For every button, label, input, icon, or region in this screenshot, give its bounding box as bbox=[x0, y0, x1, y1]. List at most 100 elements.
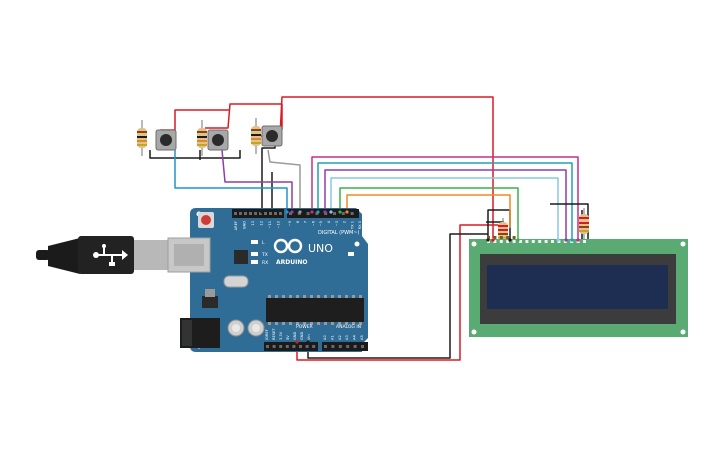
lcd-pin[interactable] bbox=[519, 240, 522, 243]
lcd-pin-solder bbox=[512, 236, 516, 239]
header-pin[interactable] bbox=[249, 212, 252, 215]
lcd-screen bbox=[487, 265, 668, 309]
header-pin[interactable] bbox=[292, 345, 296, 348]
lcd-pin[interactable] bbox=[563, 240, 567, 243]
lcd-pin[interactable] bbox=[506, 240, 510, 243]
push-button-1[interactable] bbox=[155, 129, 177, 151]
header-pin[interactable] bbox=[361, 345, 364, 348]
header-pin[interactable] bbox=[315, 212, 319, 215]
header-pin[interactable] bbox=[269, 212, 272, 215]
lcd-pin[interactable] bbox=[544, 240, 548, 243]
chip-pin bbox=[289, 295, 292, 298]
header-pin[interactable] bbox=[264, 212, 267, 215]
atmega-chip bbox=[266, 298, 364, 322]
lcd-16x2[interactable] bbox=[469, 236, 688, 337]
pin-label: ~9 bbox=[288, 220, 292, 226]
header-pin[interactable] bbox=[274, 212, 277, 215]
pin-label: 13 bbox=[251, 221, 255, 226]
lcd-pin[interactable] bbox=[551, 240, 554, 243]
pin-label: ~11 bbox=[268, 221, 272, 229]
resistor-1[interactable] bbox=[137, 120, 147, 156]
header-pin[interactable] bbox=[305, 345, 309, 348]
header-pin[interactable] bbox=[254, 212, 257, 215]
wire-endpoint bbox=[576, 238, 580, 242]
resistor-3[interactable] bbox=[251, 118, 261, 154]
header-pin[interactable] bbox=[234, 212, 237, 215]
chip-pin bbox=[324, 295, 327, 298]
resistor-2[interactable] bbox=[197, 120, 207, 156]
lcd-pin[interactable] bbox=[538, 240, 542, 243]
pin-label: 8 bbox=[296, 220, 300, 223]
header-pin[interactable] bbox=[333, 212, 336, 215]
header-pin[interactable] bbox=[324, 345, 327, 348]
pin-label: A2 bbox=[338, 335, 342, 340]
wire-endpoint bbox=[508, 238, 512, 242]
header-pin[interactable] bbox=[331, 345, 335, 348]
wire-endpoint bbox=[556, 238, 560, 242]
header-pin[interactable] bbox=[289, 212, 292, 215]
chip-pin bbox=[352, 322, 355, 325]
header-pin[interactable] bbox=[306, 212, 310, 215]
pin-label: 7 bbox=[304, 221, 308, 223]
header-pin[interactable] bbox=[239, 212, 242, 215]
wire-endpoint bbox=[316, 210, 320, 214]
lcd-pin[interactable] bbox=[493, 240, 497, 243]
pin-label: RESET bbox=[272, 328, 276, 340]
arduino-model: UNO bbox=[308, 242, 333, 255]
pin-label: GND bbox=[293, 332, 297, 340]
arduino-uno-board[interactable]: L TX RX ARDUINO UNO DIGITAL (PWM~) POWER… bbox=[167, 208, 368, 352]
header-pin[interactable] bbox=[350, 212, 354, 215]
lcd-pin[interactable] bbox=[557, 240, 561, 243]
header-pin[interactable] bbox=[346, 345, 350, 348]
usb-cable bbox=[36, 236, 170, 274]
pin-label: AREF bbox=[234, 221, 238, 230]
header-pin[interactable] bbox=[338, 345, 342, 348]
pin-label: ~3 bbox=[335, 221, 339, 226]
header-pin[interactable] bbox=[312, 345, 316, 348]
header-pin[interactable] bbox=[266, 345, 269, 348]
lcd-pin[interactable] bbox=[512, 240, 516, 243]
header-pin[interactable] bbox=[297, 212, 301, 215]
header-pin[interactable] bbox=[244, 212, 247, 215]
wire-blue-btn1 bbox=[174, 150, 288, 212]
push-button-3[interactable] bbox=[261, 125, 283, 147]
usb-cable-boot bbox=[48, 238, 80, 274]
push-button-2[interactable] bbox=[207, 129, 229, 151]
chip-pin bbox=[324, 322, 327, 325]
wire-magenta-lcd bbox=[311, 156, 579, 240]
wire-endpoint bbox=[329, 210, 333, 214]
wire-endpoint bbox=[323, 210, 327, 214]
wire-purple-lcd bbox=[324, 169, 567, 240]
lcd-pin[interactable] bbox=[583, 240, 586, 243]
chip-pin bbox=[345, 295, 348, 298]
chip-pin bbox=[338, 322, 341, 325]
wire-endpoint bbox=[310, 210, 314, 214]
mount-hole bbox=[471, 241, 477, 247]
pin-label: 4 bbox=[327, 220, 331, 223]
chip-pin bbox=[331, 322, 334, 325]
header-pin[interactable] bbox=[279, 212, 282, 215]
header-pin[interactable] bbox=[353, 345, 357, 348]
header-pin[interactable] bbox=[341, 212, 345, 215]
lcd-pin[interactable] bbox=[499, 240, 503, 243]
power-header-label: POWER bbox=[296, 324, 313, 330]
analog-header-label: ANALOG IN bbox=[336, 324, 361, 330]
wire-orange-lcd bbox=[346, 194, 511, 228]
crystal-oscillator bbox=[223, 275, 249, 288]
usb-port-inner bbox=[174, 244, 204, 266]
lcd-pin[interactable] bbox=[525, 240, 529, 243]
wire-endpoint bbox=[338, 210, 342, 214]
lcd-pin-solder bbox=[506, 236, 510, 239]
header-pin[interactable] bbox=[272, 345, 276, 348]
usb-symbol-icon bbox=[93, 244, 128, 266]
header-pin[interactable] bbox=[259, 212, 262, 215]
lcd-pin[interactable] bbox=[531, 240, 535, 243]
header-pin[interactable] bbox=[299, 345, 302, 348]
resistor-5[interactable] bbox=[579, 208, 589, 244]
arduino-brand: ARDUINO bbox=[276, 259, 307, 266]
header-pin[interactable] bbox=[324, 212, 328, 215]
led-label-rx: RX bbox=[262, 260, 268, 266]
pin-label: IOREF bbox=[265, 329, 269, 340]
header-pin[interactable] bbox=[285, 345, 289, 348]
header-pin[interactable] bbox=[279, 345, 283, 348]
